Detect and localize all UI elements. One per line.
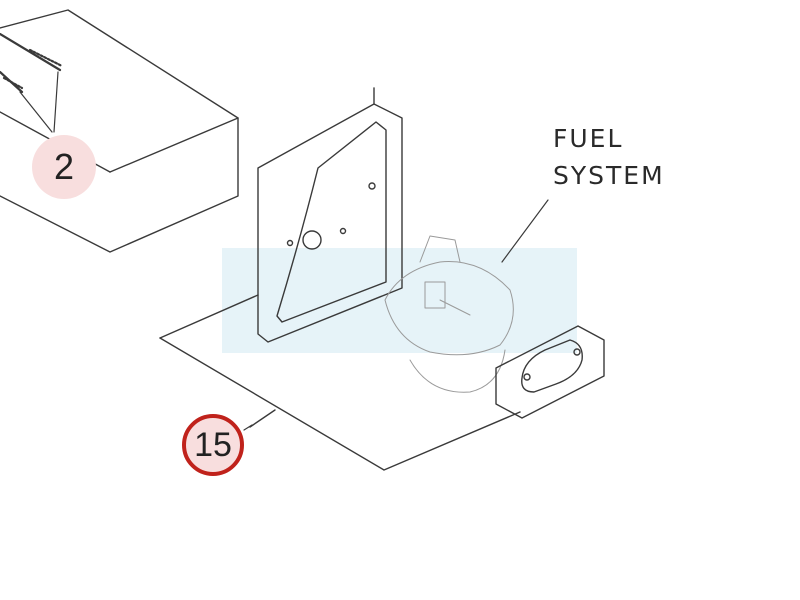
carburetor-part: [384, 235, 514, 393]
watermark-band: [222, 248, 577, 353]
base-plate-part: [159, 294, 521, 471]
gasket-panel-part: [257, 87, 403, 343]
fuel-system-label-line2: SYSTEM: [553, 161, 665, 190]
callout-part-2[interactable]: 2: [32, 135, 96, 199]
engine-block-part: [0, 9, 239, 253]
fuel-system-label-line1: FUEL: [553, 124, 624, 153]
callout-2-leaders: [19, 71, 59, 133]
bolt-icons: [0, 32, 64, 94]
fuel-system-leader: [501, 199, 549, 263]
callout-part-15[interactable]: 15: [182, 414, 244, 476]
callout-15-leader: [243, 424, 253, 431]
flange-gasket-part: [495, 325, 605, 419]
